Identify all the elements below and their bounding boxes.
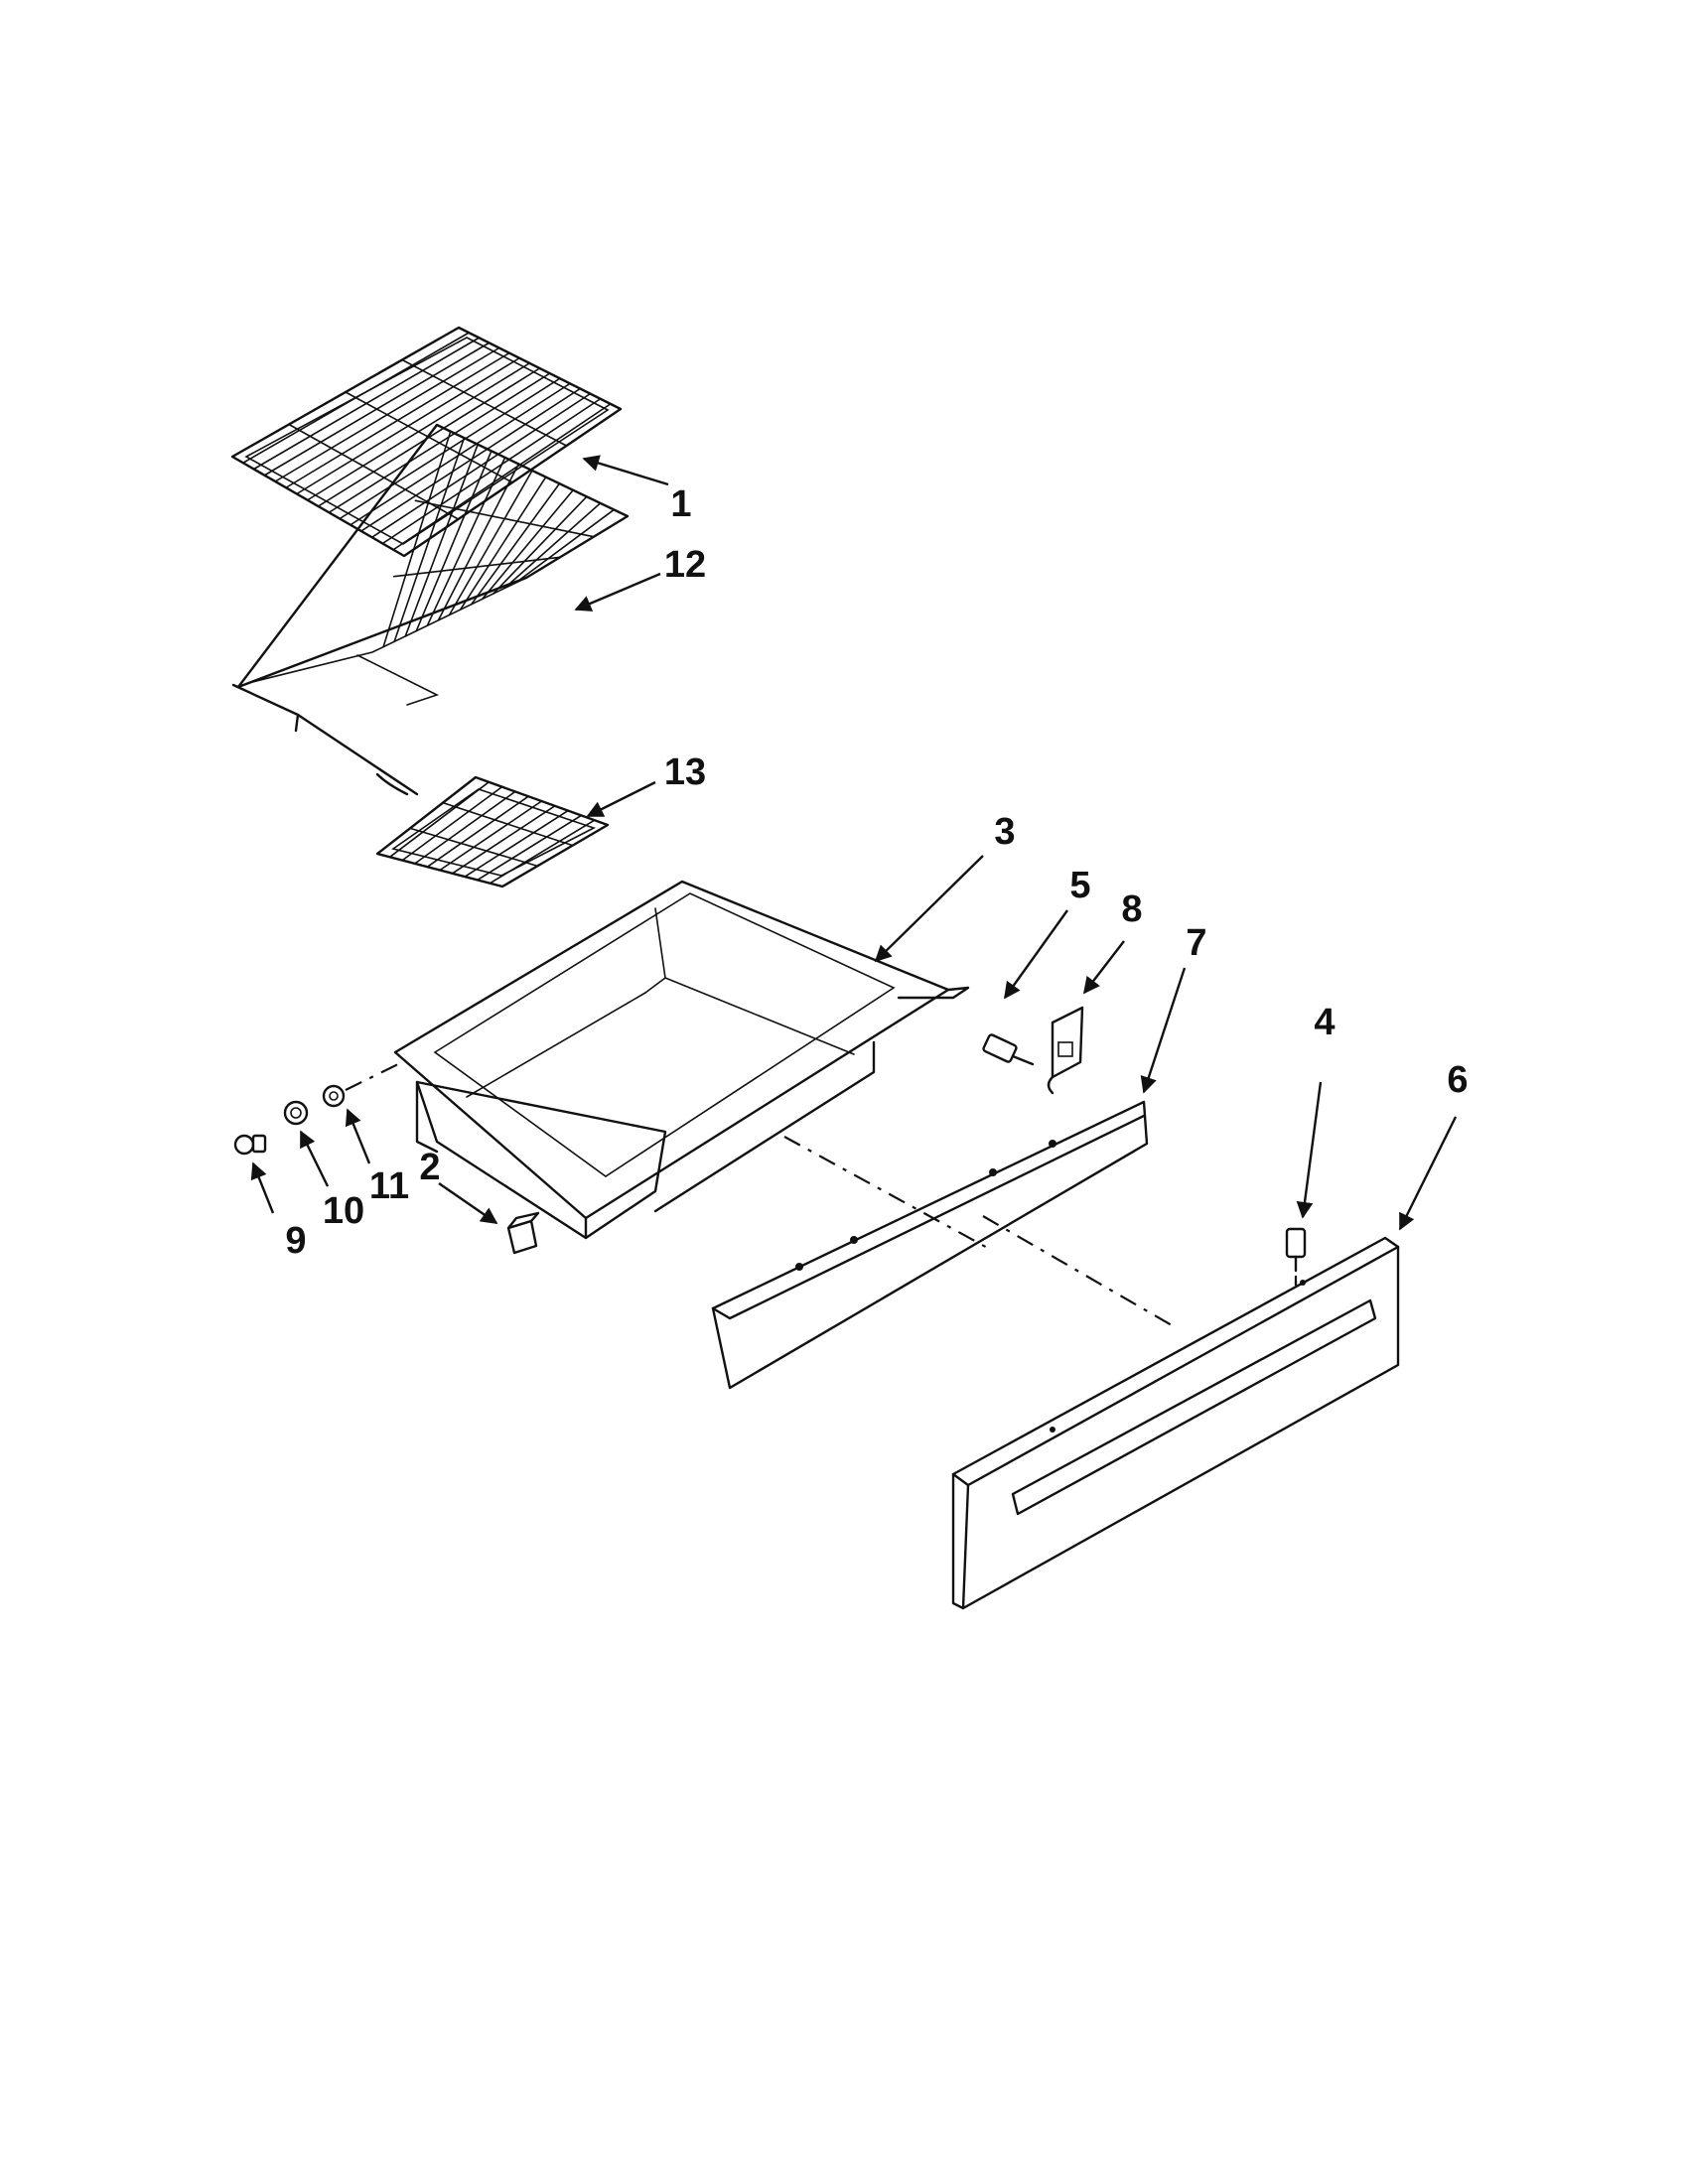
callout-4: 4 (1314, 1002, 1335, 1043)
callout-9: 9 (285, 1220, 306, 1262)
roller-screw-part[interactable] (233, 1134, 267, 1156)
oven-rack-part[interactable] (230, 326, 623, 558)
leader-line-5 (1004, 909, 1068, 1000)
callout-12: 12 (664, 544, 706, 586)
leader-line-8 (1082, 940, 1125, 995)
drawer-screw-part[interactable] (982, 1033, 1035, 1066)
drawer-pan-part[interactable] (393, 880, 970, 1240)
leader-line-4 (1296, 1081, 1323, 1219)
callout-5: 5 (1069, 865, 1090, 906)
leader-line-7 (1140, 967, 1187, 1094)
leader-line-2 (438, 1182, 498, 1224)
front-screw-part[interactable] (1285, 1227, 1307, 1273)
callout-10: 10 (323, 1190, 364, 1232)
callout-3: 3 (994, 811, 1015, 853)
leader-line-10 (299, 1130, 330, 1187)
drawer-inner-panel-part[interactable] (711, 1100, 1149, 1390)
bumper-part[interactable] (506, 1211, 540, 1255)
leader-line-6 (1398, 1116, 1458, 1231)
leader-line-12 (574, 572, 661, 612)
half-rack-part[interactable] (375, 775, 610, 888)
leader-line-9 (250, 1161, 275, 1214)
callout-2: 2 (419, 1147, 440, 1188)
callout-7: 7 (1186, 922, 1206, 964)
callout-1: 1 (670, 483, 691, 525)
leader-line-1 (582, 455, 669, 486)
drawer-clip-part[interactable] (1047, 1006, 1084, 1095)
callout-8: 8 (1121, 888, 1142, 930)
leader-line-13 (586, 780, 656, 818)
drawer-front-part[interactable] (951, 1236, 1400, 1610)
callout-13: 13 (664, 751, 706, 793)
leader-line-3 (874, 855, 984, 963)
callouts: 1 12 13 3 5 8 7 4 6 2 9 10 11 (250, 455, 1469, 1262)
sliding-rack-part[interactable] (231, 423, 630, 796)
roller-wheel-part[interactable] (283, 1100, 309, 1126)
alignment-lines (345, 1061, 1298, 1326)
roller-nut-part[interactable] (322, 1084, 346, 1108)
callout-11: 11 (369, 1165, 409, 1207)
leader-line-11 (345, 1108, 371, 1164)
callout-6: 6 (1447, 1059, 1468, 1101)
